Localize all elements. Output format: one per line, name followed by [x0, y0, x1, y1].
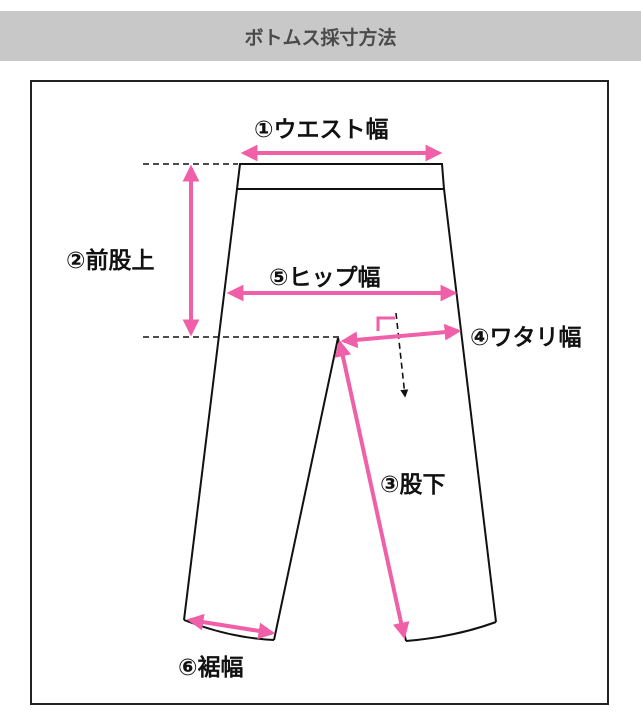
thigh-label: ④ワタリ幅 [470, 325, 582, 351]
inseam-arrow [334, 339, 410, 640]
hem-label: ⑥裾幅 [178, 655, 244, 681]
page-header: ボトムス採寸方法 [0, 11, 641, 61]
hem-arrow [186, 613, 276, 640]
measurement-arrows [182, 144, 462, 640]
waist-label: ①ウエスト幅 [254, 117, 389, 143]
diagram-frame [30, 80, 609, 705]
hip-label: ⑤ヒップ幅 [269, 265, 381, 291]
right-angle-marker [376, 316, 395, 331]
thigh-arrow [340, 323, 462, 349]
page-title: ボトムス採寸方法 [244, 26, 397, 49]
inseam-label: ③股下 [380, 472, 446, 498]
pants-outline [183, 163, 497, 642]
front-rise-label: ②前股上 [66, 248, 155, 274]
